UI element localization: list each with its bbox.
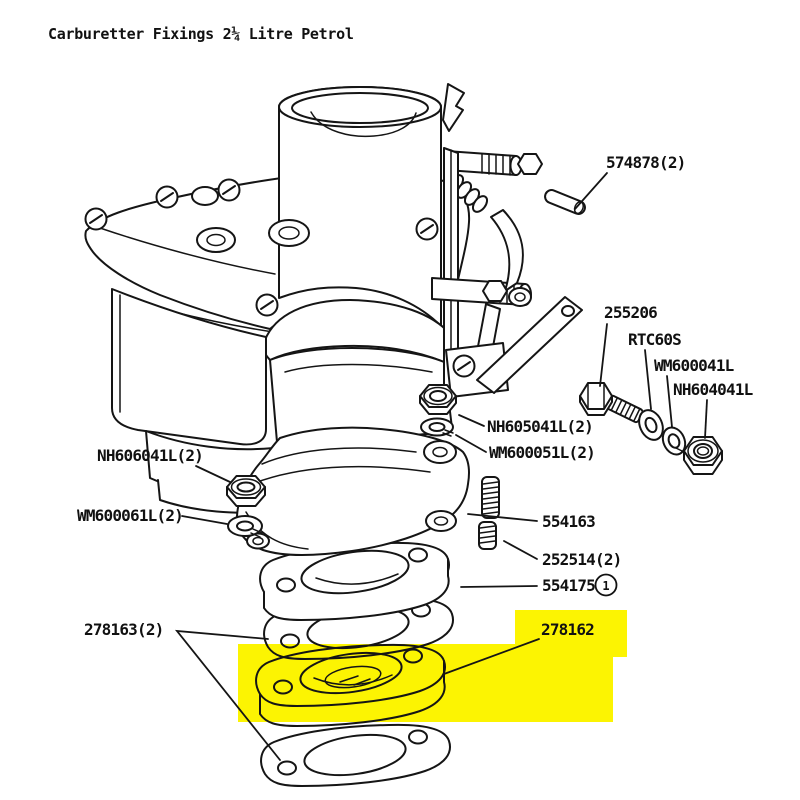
nut-nh606041l xyxy=(226,475,266,507)
throttle-linkage xyxy=(431,147,583,398)
label-nh606041l: NH606041L(2) xyxy=(97,446,203,465)
adapter-flange xyxy=(235,426,470,556)
label-574878: 574878(2) xyxy=(606,153,686,172)
spacer-278162 xyxy=(255,643,447,727)
label-554175: 554175 xyxy=(542,576,595,595)
leader-nh605041l xyxy=(458,414,485,427)
label-278163: 278163(2) xyxy=(84,620,164,639)
callout-circle-1: 1 xyxy=(594,573,618,597)
slotted-screw xyxy=(84,178,439,317)
label-252514: 252514(2) xyxy=(542,550,622,569)
washer-rtc60s xyxy=(638,409,664,441)
throttle-lever xyxy=(490,209,524,292)
washer-wm600041l xyxy=(661,426,687,456)
stud-554163 xyxy=(481,476,500,519)
label-nh605041l: NH605041L(2) xyxy=(487,417,593,436)
page-title: Carburetter Fixings 2¼ Litre Petrol xyxy=(48,25,354,43)
label-255206: 255206 xyxy=(604,303,657,322)
washer-wm600061l xyxy=(227,515,263,538)
leader-278163 xyxy=(174,629,281,761)
leader-252514 xyxy=(503,540,538,560)
cover-screws xyxy=(84,178,439,317)
highlight-band xyxy=(238,644,613,722)
dome-boss xyxy=(191,186,219,206)
stud-252514 xyxy=(478,521,497,550)
stud-boss-lower xyxy=(425,510,457,532)
nut-nh605041l xyxy=(419,384,457,415)
support-bracket xyxy=(476,296,583,394)
label-rtc60s: RTC60S xyxy=(628,330,681,349)
bolt-255206 xyxy=(579,382,644,424)
leader-278162 xyxy=(443,638,540,675)
leader-nh606041l xyxy=(195,465,231,483)
label-nh604041l: NH604041L xyxy=(673,380,753,399)
label-wm600061l: WM600061L(2) xyxy=(77,506,183,525)
washer-wm600051l xyxy=(420,417,454,437)
label-554163: 554163 xyxy=(542,512,595,531)
leader-nh604041l xyxy=(704,399,708,439)
stud-boss-upper xyxy=(423,440,457,464)
callout-number: 1 xyxy=(602,579,609,593)
lever-bolt xyxy=(482,280,508,302)
nut-nh604041l xyxy=(683,436,723,475)
leader-rtc60s xyxy=(644,349,652,410)
gasket-278163-lower xyxy=(260,723,452,787)
leader-wm600061l xyxy=(181,515,228,525)
leader-lines xyxy=(174,172,708,761)
leader-wm600041l xyxy=(666,375,673,428)
leader-554175 xyxy=(460,585,538,588)
insulator-block-554175 xyxy=(259,541,451,621)
label-wm600051l: WM600051L(2) xyxy=(489,443,595,462)
rod-end-hex xyxy=(517,153,543,175)
bracket-flag xyxy=(442,83,465,132)
leader-wm600051l xyxy=(455,434,487,453)
air-horn xyxy=(278,83,465,327)
leader-255206 xyxy=(599,323,608,387)
label-wm600041l: WM600041L xyxy=(654,356,734,375)
leader-554163 xyxy=(467,513,538,522)
label-278162: 278162 xyxy=(541,620,594,639)
leader-574878 xyxy=(574,172,608,210)
